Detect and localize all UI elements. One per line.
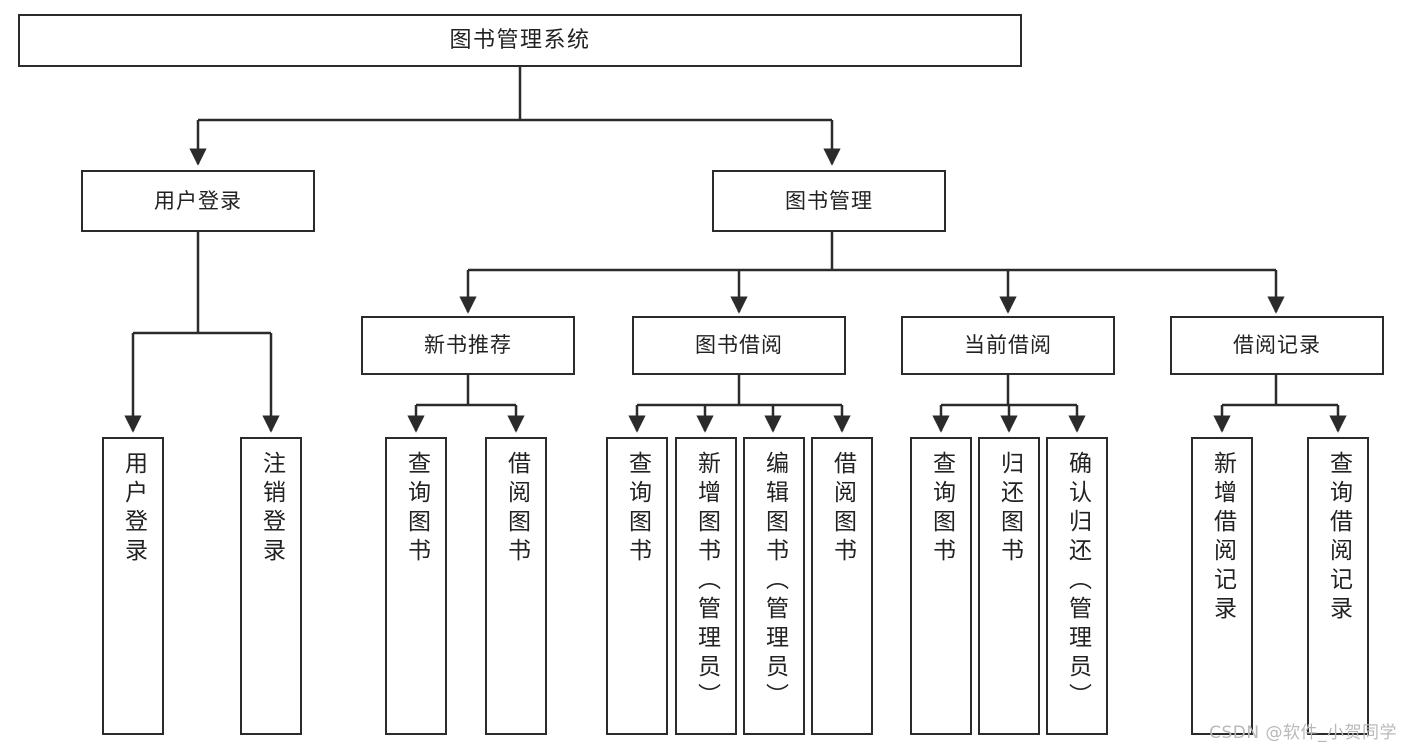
node-leaf-query-book-2[interactable]: 查询图书 xyxy=(606,437,668,735)
node-leaf-query-book-3-label: 查询图书 xyxy=(928,451,955,567)
node-leaf-return-book-label: 归还图书 xyxy=(996,451,1023,567)
node-borrow-record-label: 借阅记录 xyxy=(1233,333,1321,358)
node-leaf-logout-label: 注销登录 xyxy=(258,451,285,567)
node-leaf-user-login-label: 用户登录 xyxy=(120,451,147,567)
node-leaf-borrow-book-1-label: 借阅图书 xyxy=(503,451,530,567)
node-leaf-borrow-book-1[interactable]: 借阅图书 xyxy=(485,437,547,735)
node-leaf-user-login[interactable]: 用户登录 xyxy=(102,437,164,735)
node-leaf-return-book[interactable]: 归还图书 xyxy=(978,437,1040,735)
node-leaf-edit-book[interactable]: 编辑图书（管理员） xyxy=(743,437,805,735)
node-current-borrow[interactable]: 当前借阅 xyxy=(901,316,1115,375)
node-new-book-rec-label: 新书推荐 xyxy=(424,333,512,358)
csdn-watermark: CSDN @软件_小贺同学 xyxy=(1209,723,1397,743)
node-leaf-add-record-label: 新增借阅记录 xyxy=(1209,451,1236,625)
node-leaf-confirm-return[interactable]: 确认归还（管理员） xyxy=(1046,437,1108,735)
node-new-book-rec[interactable]: 新书推荐 xyxy=(361,316,575,375)
node-leaf-query-book-1-label: 查询图书 xyxy=(403,451,430,567)
node-leaf-query-book-3[interactable]: 查询图书 xyxy=(910,437,972,735)
node-root-label: 图书管理系统 xyxy=(449,27,591,53)
node-leaf-query-record[interactable]: 查询借阅记录 xyxy=(1307,437,1369,735)
node-book-borrow[interactable]: 图书借阅 xyxy=(632,316,846,375)
node-leaf-borrow-book-2-label: 借阅图书 xyxy=(829,451,856,567)
node-leaf-edit-book-label: 编辑图书（管理员） xyxy=(761,451,788,712)
node-leaf-confirm-return-label: 确认归还（管理员） xyxy=(1064,451,1091,712)
node-leaf-query-book-1[interactable]: 查询图书 xyxy=(385,437,447,735)
node-borrow-record[interactable]: 借阅记录 xyxy=(1170,316,1384,375)
node-leaf-add-record[interactable]: 新增借阅记录 xyxy=(1191,437,1253,735)
node-user-login[interactable]: 用户登录 xyxy=(81,170,315,232)
node-book-borrow-label: 图书借阅 xyxy=(695,333,783,358)
node-leaf-borrow-book-2[interactable]: 借阅图书 xyxy=(811,437,873,735)
node-current-borrow-label: 当前借阅 xyxy=(964,333,1052,358)
node-leaf-add-book[interactable]: 新增图书（管理员） xyxy=(675,437,737,735)
node-leaf-query-record-label: 查询借阅记录 xyxy=(1325,451,1352,625)
node-leaf-logout[interactable]: 注销登录 xyxy=(240,437,302,735)
node-book-manage-label: 图书管理 xyxy=(785,188,873,213)
node-book-manage[interactable]: 图书管理 xyxy=(712,170,946,232)
node-leaf-add-book-label: 新增图书（管理员） xyxy=(693,451,720,712)
node-user-login-label: 用户登录 xyxy=(154,188,242,213)
node-root[interactable]: 图书管理系统 xyxy=(18,14,1022,67)
node-leaf-query-book-2-label: 查询图书 xyxy=(624,451,651,567)
